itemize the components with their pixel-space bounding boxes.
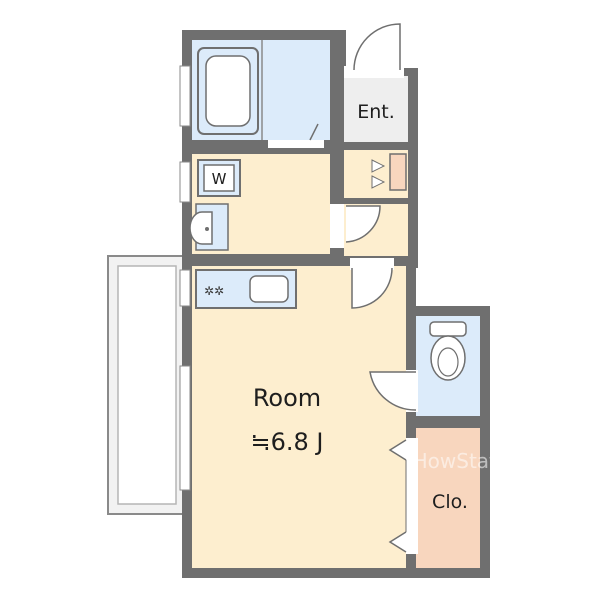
watermark: HowStation	[413, 449, 528, 473]
bathroom	[192, 40, 330, 148]
room-door-swing	[351, 267, 393, 309]
gas-stove-icon: ✲✲	[204, 284, 224, 298]
main-room: ✲✲ Room ≒6.8 J	[192, 258, 406, 568]
toilet-door-swing	[369, 371, 417, 411]
entrance-door-swing	[353, 23, 401, 71]
washroom-door-swing	[345, 205, 381, 243]
toilet-icon	[429, 321, 467, 381]
wash-basin-icon	[189, 203, 229, 251]
entrance: Ent.	[344, 23, 408, 142]
entrance-label: Ent.	[357, 101, 395, 123]
washer-label: W	[212, 170, 227, 188]
corridor	[330, 150, 408, 256]
room-label: Room	[253, 384, 321, 412]
closet: Clo.	[388, 428, 480, 568]
toilet-room	[369, 316, 480, 416]
kitchen-counter: ✲✲	[195, 269, 297, 309]
closet-label: Clo.	[432, 491, 468, 513]
room-area: ≒6.8 J	[250, 428, 323, 456]
shoe-cabinet-icon	[389, 153, 407, 191]
svg-text:✲✲: ✲✲	[204, 284, 224, 298]
washroom: W	[189, 154, 330, 254]
bathtub-icon	[197, 47, 259, 135]
balcony	[107, 255, 185, 515]
washing-machine-icon: W	[197, 159, 241, 197]
kitchen-sink-icon	[249, 275, 289, 303]
